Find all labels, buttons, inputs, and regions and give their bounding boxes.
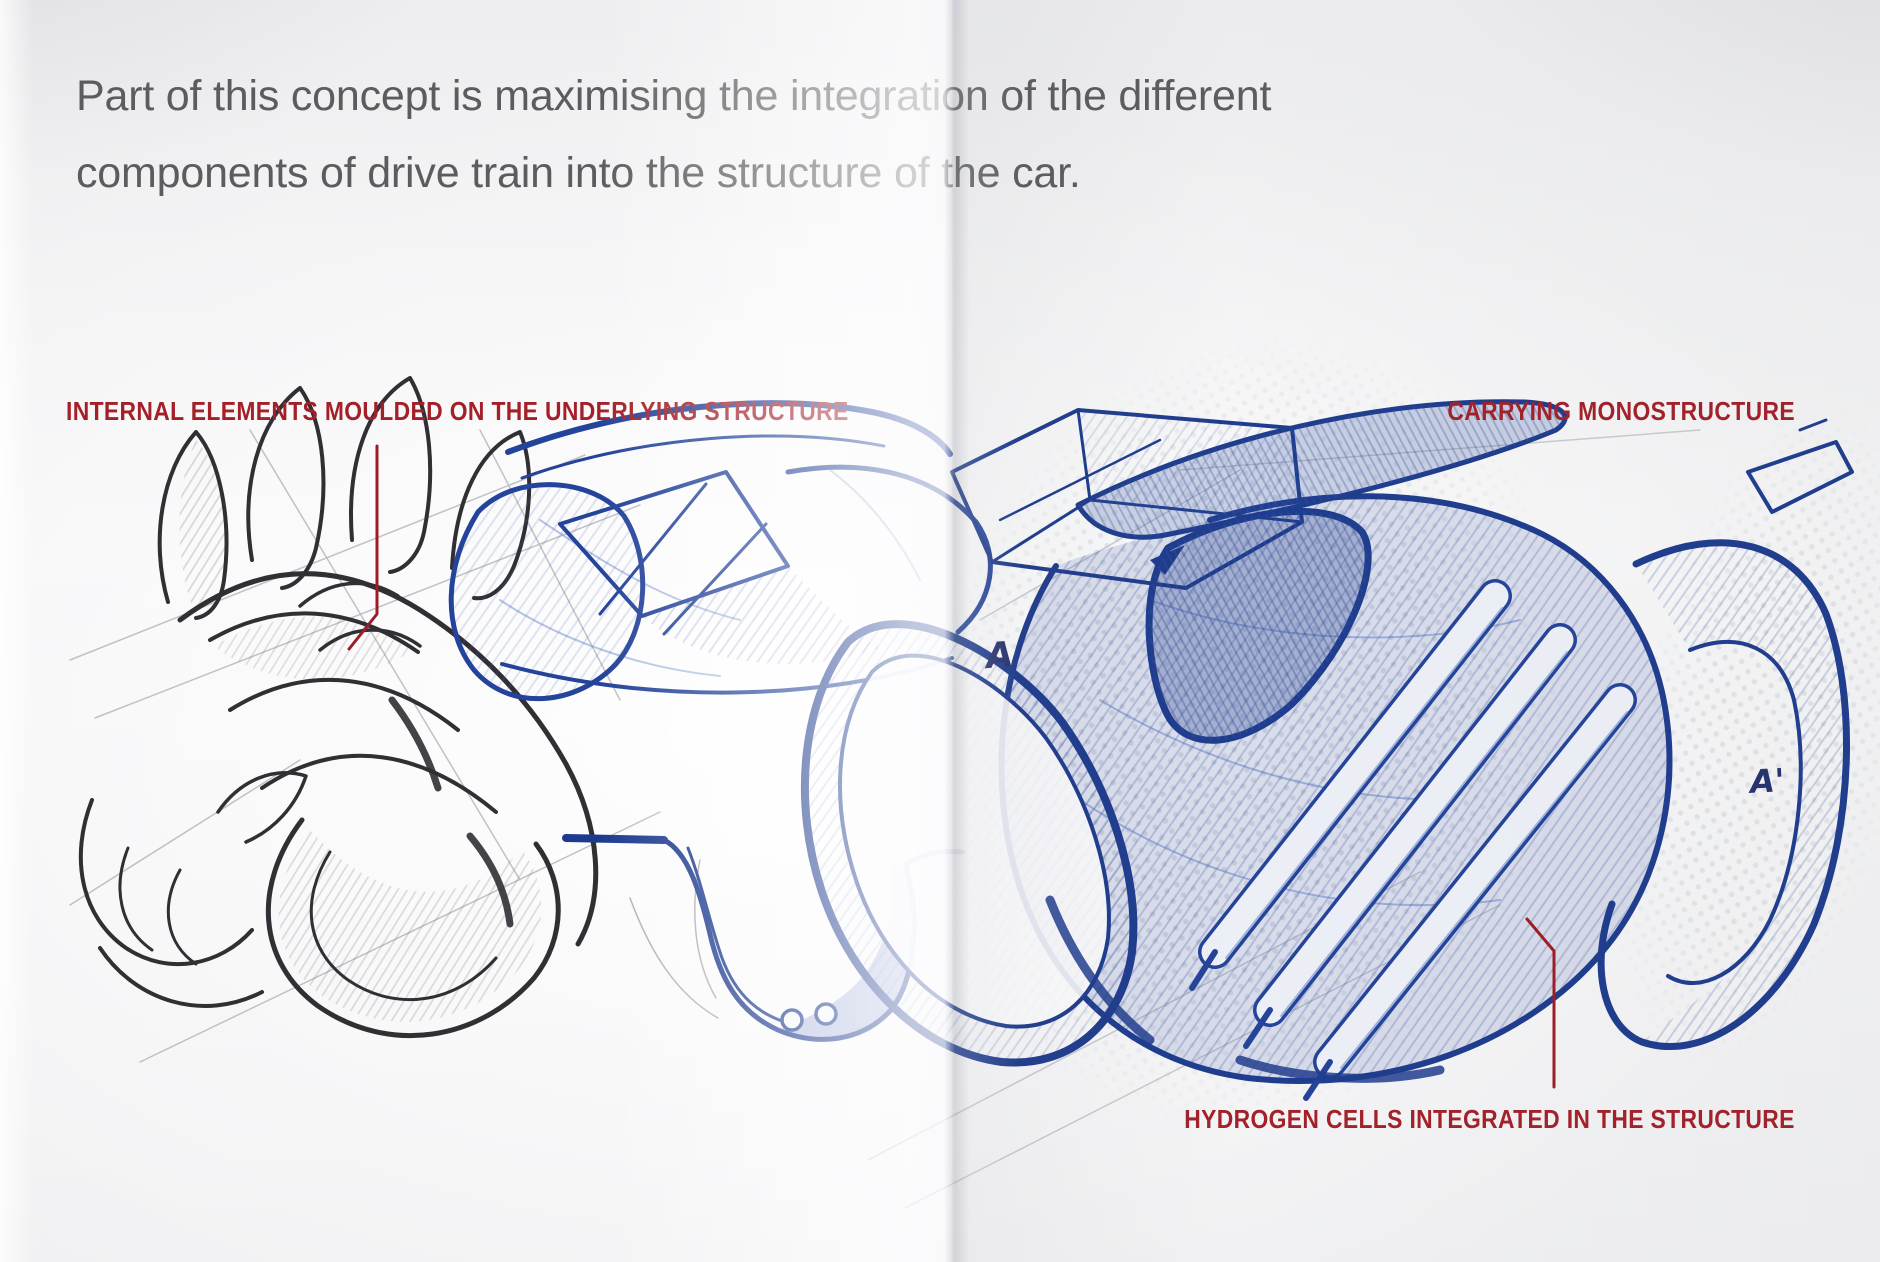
hydrogen-cell-tubes	[1189, 579, 1637, 1101]
callout-carrying-monostructure: CARRYING MONOSTRUCTURE	[1400, 396, 1795, 427]
callout-internal-elements-text: INTERNAL ELEMENTS MOULDED ON THE UNDERLY…	[66, 396, 849, 426]
callout-hydrogen-cells: HYDROGEN CELLS INTEGRATED IN THE STRUCTU…	[1101, 1104, 1795, 1135]
pencil-sketch-internal-elements	[69, 376, 661, 1063]
page-headline: Part of this concept is maximising the i…	[76, 58, 1596, 212]
leader-hydrogen-cells	[1525, 917, 1556, 1089]
callout-internal-elements: INTERNAL ELEMENTS MOULDED ON THE UNDERLY…	[66, 396, 955, 427]
headline-line-1: Part of this concept is maximising the i…	[76, 72, 1272, 120]
headline-line-2: components of drive train into the struc…	[76, 149, 1081, 197]
blue-sketch-carrying-monostructure	[801, 399, 1854, 1209]
section-marker-a: A	[984, 634, 1015, 678]
section-marker-a-prime: A'	[1749, 761, 1786, 801]
callout-carrying-monostructure-text: CARRYING MONOSTRUCTURE	[1447, 396, 1795, 426]
callout-leader-lines	[347, 444, 1556, 1089]
callout-hydrogen-cells-text: HYDROGEN CELLS INTEGRATED IN THE STRUCTU…	[1184, 1104, 1795, 1134]
leader-internal-elements	[347, 444, 379, 651]
